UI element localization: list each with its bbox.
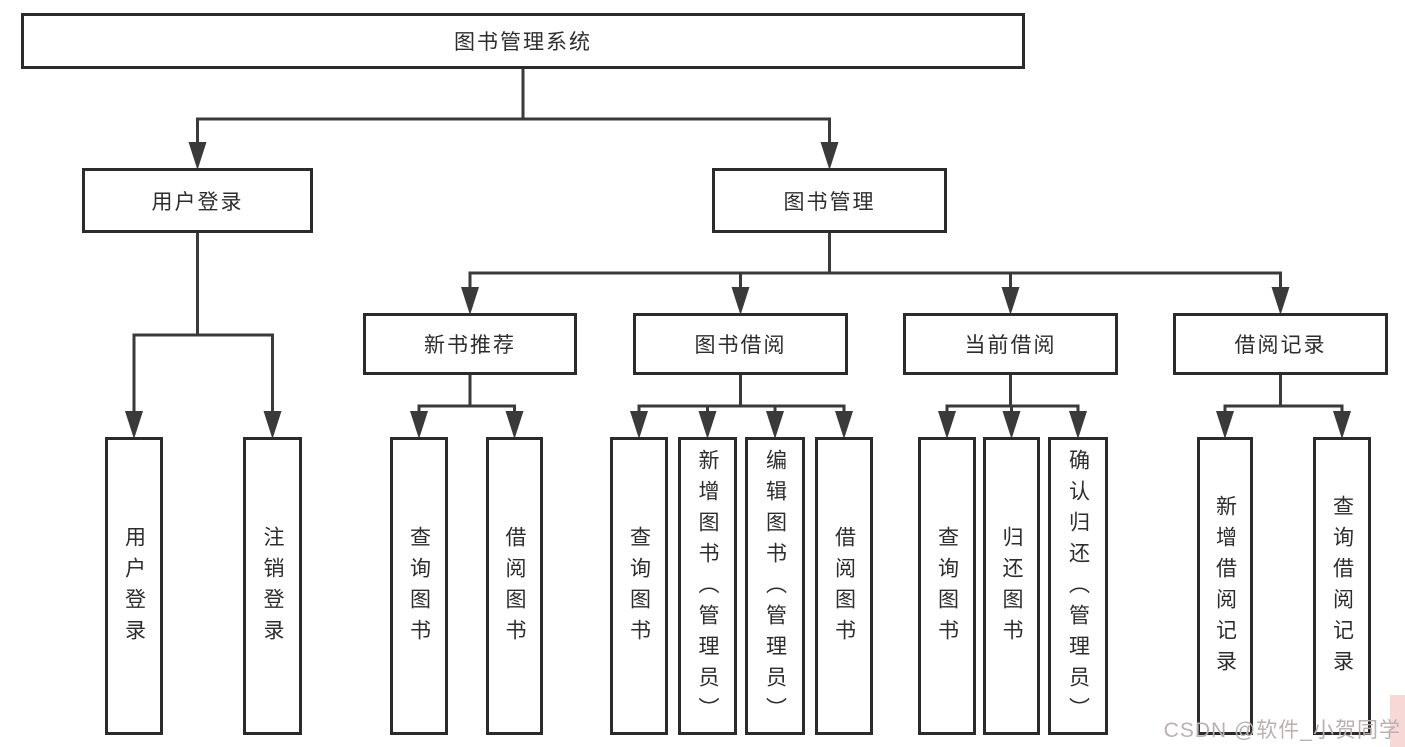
node-leaf-add-borrow-record: 新增借阅记录 <box>1197 437 1253 735</box>
node-leaf-query-borrow-record: 查询借阅记录 <box>1313 437 1371 735</box>
node-leaf-borrow-book: 借阅图书 <box>815 437 873 735</box>
arrowhead-icon <box>630 411 648 439</box>
node-leaf-user-login: 用户登录 <box>105 437 163 735</box>
node-user-login: 用户登录 <box>82 168 313 233</box>
arrowhead-icon <box>698 411 717 439</box>
arrowhead-icon <box>1002 411 1021 439</box>
arrowhead-icon <box>1216 411 1234 439</box>
arrowhead-icon <box>188 142 207 170</box>
node-root: 图书管理系统 <box>21 13 1025 69</box>
node-leaf-query-book-borrow: 查询图书 <box>610 437 668 735</box>
arrowhead-icon <box>820 142 839 170</box>
node-leaf-query-book-current: 查询图书 <box>918 437 976 735</box>
node-borrow-records: 借阅记录 <box>1173 313 1388 375</box>
node-current-borrow: 当前借阅 <box>903 313 1118 375</box>
arrowhead-icon <box>1069 411 1087 439</box>
arrowhead-icon <box>766 411 784 439</box>
arrowhead-icon <box>835 411 853 439</box>
node-new-book-recommend: 新书推荐 <box>363 313 577 375</box>
arrowhead-icon <box>1333 411 1351 439</box>
arrowhead-icon <box>263 411 282 439</box>
node-leaf-add-book: 新增图书（管理员） <box>678 437 737 735</box>
node-leaf-return-book: 归还图书 <box>983 437 1040 735</box>
watermark: CSDN @软件_小贺同学 <box>1163 719 1401 742</box>
corner-tint <box>1390 695 1405 747</box>
arrowhead-icon <box>731 287 750 315</box>
arrowhead-icon <box>1001 287 1020 315</box>
arrowhead-icon <box>461 287 479 315</box>
node-leaf-logout: 注销登录 <box>243 437 302 735</box>
arrowhead-icon <box>1271 287 1290 315</box>
node-leaf-borrow-book-recommend: 借阅图书 <box>486 437 543 735</box>
arrowhead-icon <box>505 411 524 439</box>
node-leaf-confirm-return: 确认归还（管理员） <box>1048 437 1108 735</box>
node-leaf-query-book-recommend: 查询图书 <box>390 437 448 735</box>
arrowhead-icon <box>410 411 428 439</box>
node-book-borrow: 图书借阅 <box>633 313 848 375</box>
arrowhead-icon <box>938 411 956 439</box>
node-leaf-edit-book: 编辑图书（管理员） <box>745 437 805 735</box>
node-book-management: 图书管理 <box>712 168 947 233</box>
arrowhead-icon <box>125 411 143 439</box>
